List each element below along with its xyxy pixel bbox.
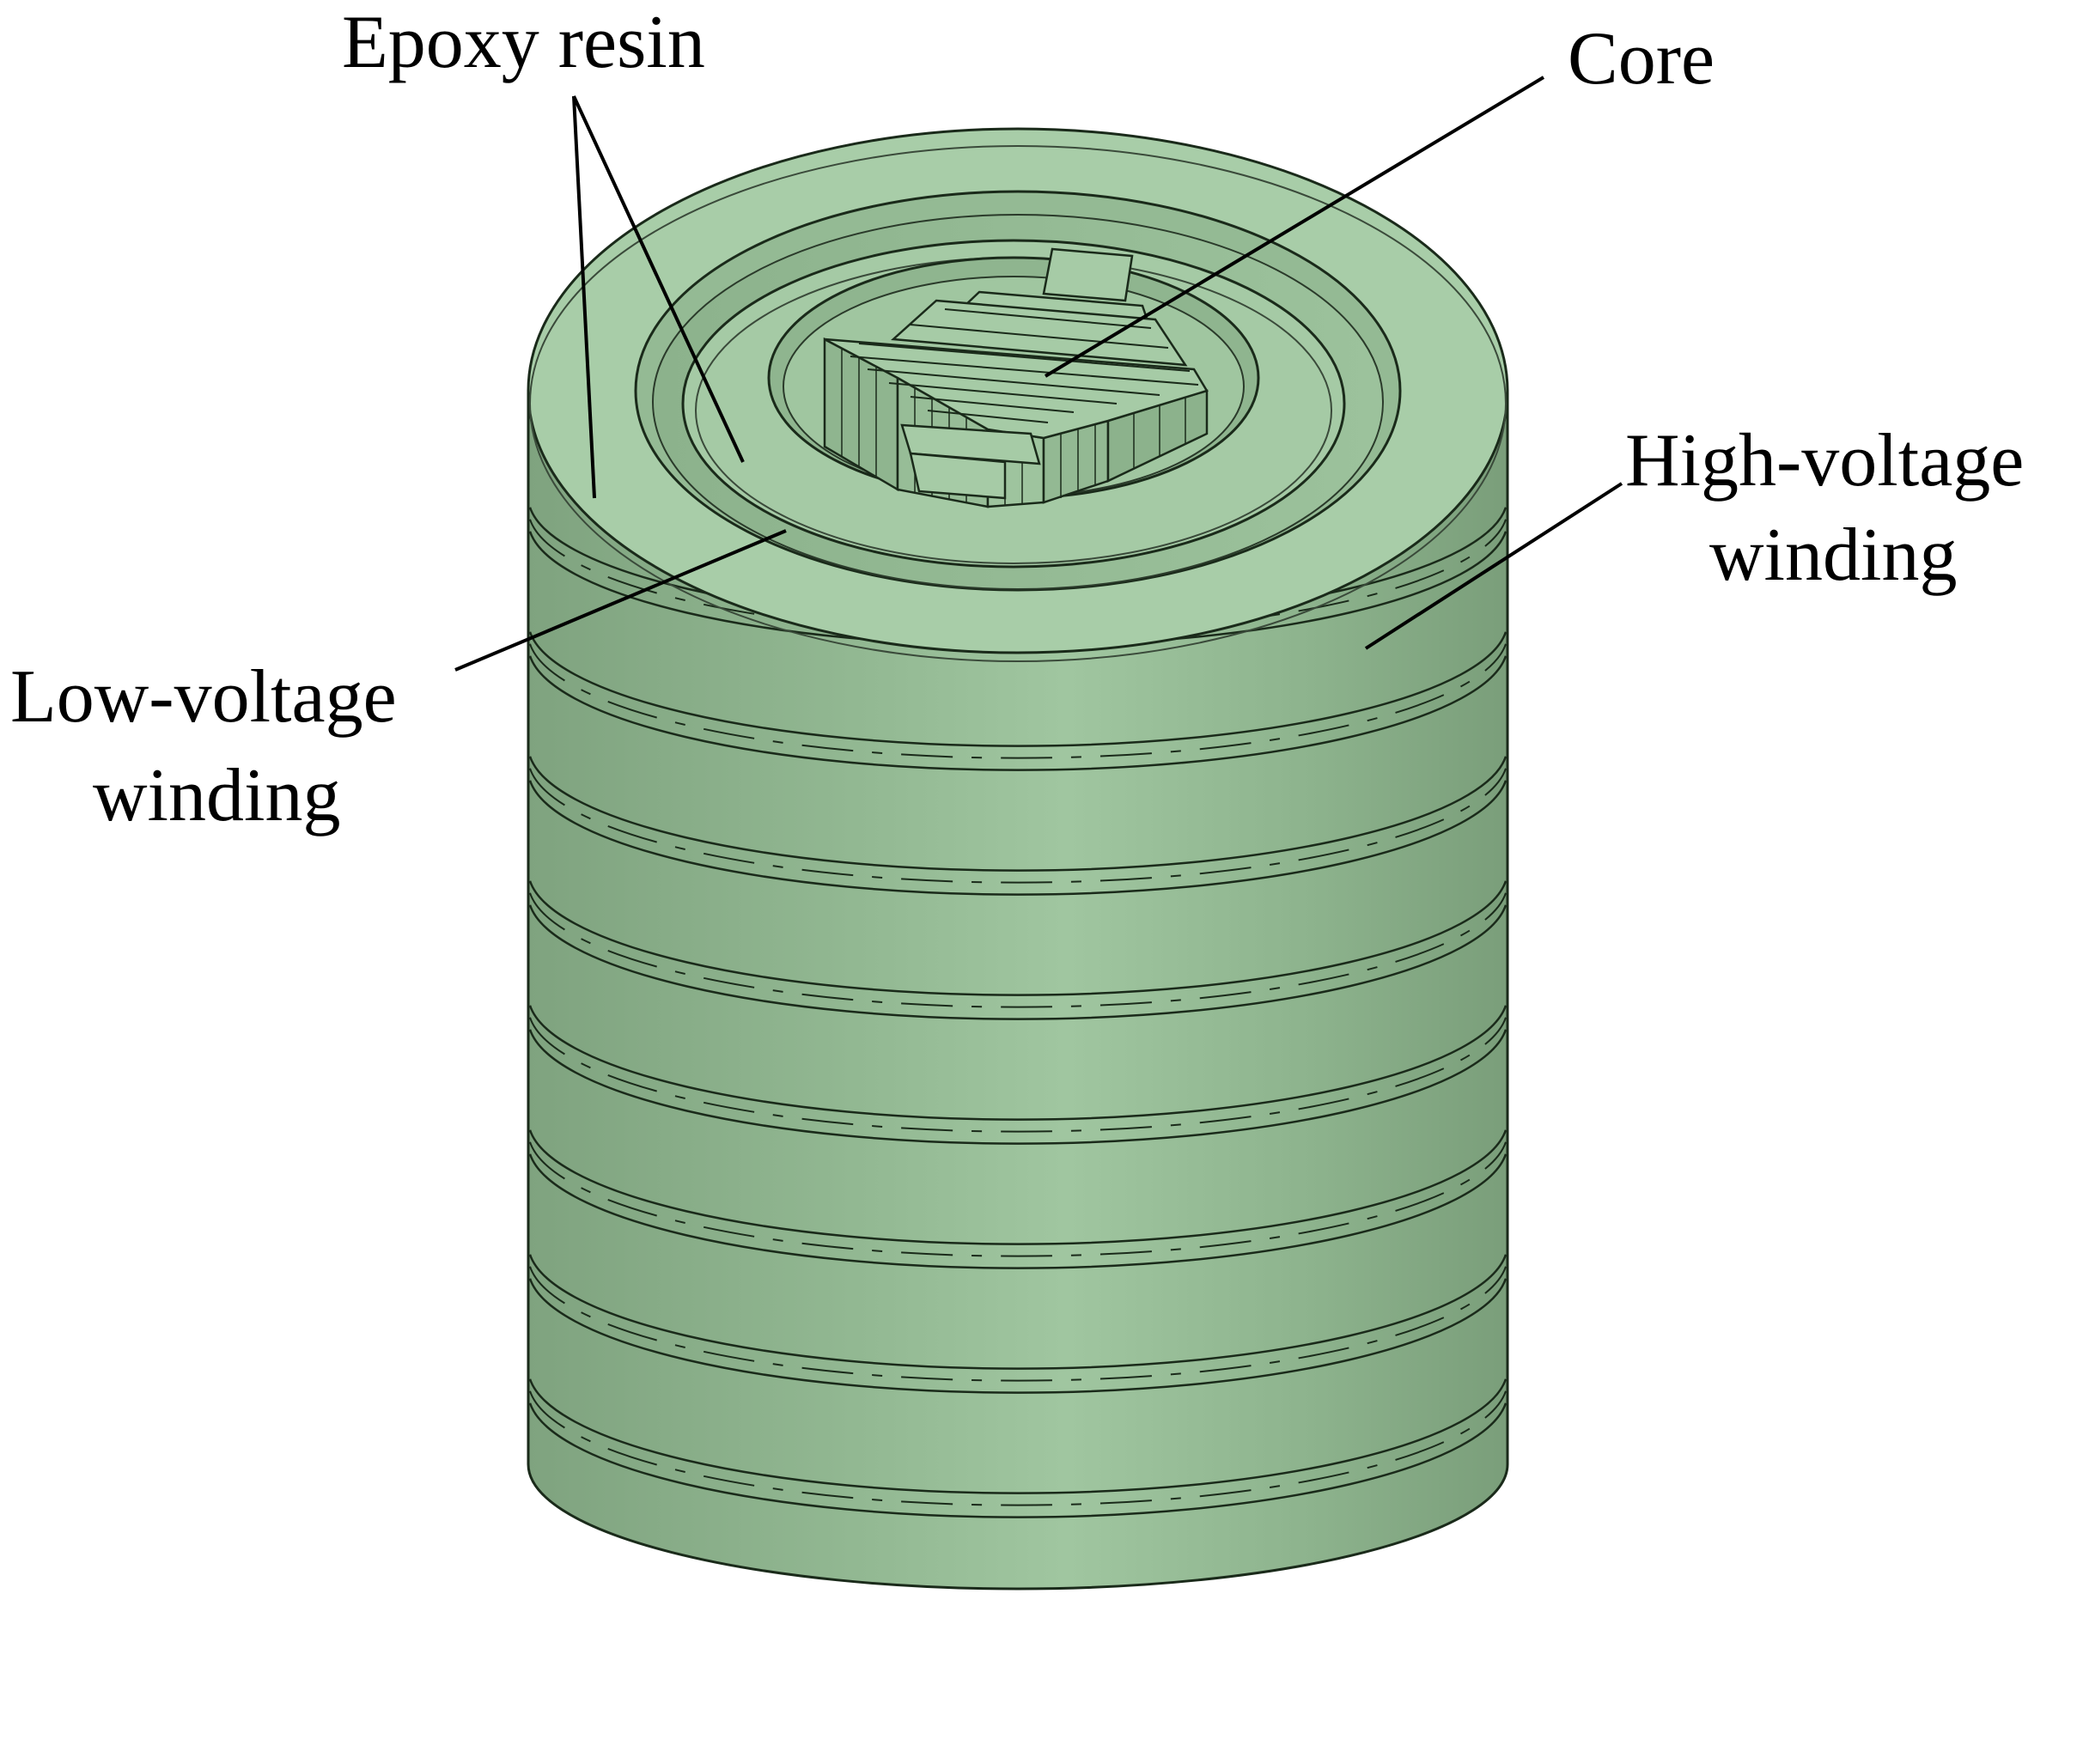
winding-band-line (528, 780, 1508, 896)
winding-band-line (528, 631, 1508, 747)
winding-bands (528, 507, 1508, 1518)
label-core: Core (1568, 17, 1715, 100)
winding-band-line (529, 643, 1507, 759)
winding-band-line (528, 1129, 1508, 1245)
winding-band-line (528, 655, 1508, 771)
winding-band-line (529, 1266, 1507, 1382)
label-high-voltage-line2: winding (1709, 514, 1957, 597)
label-low-voltage-line2: winding (93, 754, 340, 837)
winding-band-line (528, 1254, 1508, 1370)
winding-band-line (529, 1141, 1507, 1257)
winding-band-line (529, 892, 1507, 1008)
winding-band-line (528, 1029, 1508, 1145)
leader-epoxy-inner (572, 95, 745, 463)
winding-band-line (528, 1378, 1508, 1494)
label-high-voltage-line1: High-voltage (1625, 419, 2024, 502)
winding-band-line (528, 1005, 1508, 1121)
leader-lines (454, 76, 1623, 672)
winding-band-line (528, 1153, 1508, 1269)
top-outer-ring-rim (529, 145, 1507, 662)
winding-band-line (528, 904, 1508, 1020)
winding-band-line (529, 768, 1507, 884)
winding-band-line (528, 880, 1508, 996)
winding-band-line (528, 756, 1508, 872)
leader-core (1044, 76, 1545, 378)
leader-high-voltage (1364, 482, 1623, 650)
leader-low-voltage (454, 529, 787, 672)
cylinder-body (527, 392, 1509, 1591)
label-epoxy-resin: Epoxy resin (342, 1, 705, 84)
winding-band-line (529, 1017, 1507, 1133)
stepped-core (823, 247, 1209, 508)
winding-band-line (528, 1402, 1508, 1518)
winding-band-line (529, 1390, 1507, 1506)
label-low-voltage-line1: Low-voltage (10, 655, 397, 739)
leader-epoxy-outer (572, 95, 596, 499)
winding-band-line (528, 1278, 1508, 1394)
